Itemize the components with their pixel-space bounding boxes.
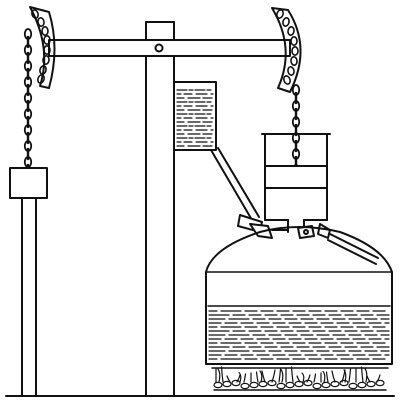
injection-pipe — [210, 147, 260, 221]
coal — [240, 382, 250, 390]
flame — [261, 370, 266, 383]
coal — [231, 379, 241, 387]
chain-link — [43, 34, 51, 45]
chain-link — [42, 55, 50, 65]
chain-link — [43, 44, 51, 55]
flame — [348, 368, 352, 383]
flame — [306, 374, 311, 383]
flame — [313, 373, 317, 383]
flame — [360, 366, 364, 383]
flame — [331, 370, 336, 383]
chain-link — [283, 75, 291, 85]
water-cistern — [173, 81, 217, 151]
coal — [339, 379, 349, 387]
flame — [243, 373, 247, 383]
flame — [217, 368, 221, 383]
coal — [330, 380, 340, 388]
boiler — [205, 226, 393, 365]
coal — [366, 380, 376, 388]
boiler-water — [207, 305, 391, 360]
cistern-water — [176, 89, 214, 147]
furnace-fire — [211, 366, 389, 391]
piston — [264, 165, 328, 189]
chain-link — [290, 35, 298, 46]
chain-link — [290, 56, 298, 66]
chain-link — [291, 45, 299, 56]
coal — [348, 382, 358, 390]
coal — [258, 380, 268, 388]
pump-rod — [21, 197, 37, 397]
coal — [222, 380, 232, 388]
fulcrum-pin — [154, 43, 164, 53]
flame — [236, 374, 241, 383]
chain-link — [282, 17, 290, 27]
injection-valve — [237, 214, 289, 239]
beam — [48, 39, 291, 57]
counterweight — [9, 167, 48, 199]
coal — [357, 381, 367, 389]
chain-link — [287, 26, 295, 36]
support-post — [145, 21, 175, 397]
coal — [249, 381, 259, 389]
coal — [276, 382, 286, 390]
chain-link — [37, 17, 45, 27]
coal — [312, 382, 322, 390]
right-arch-head — [271, 7, 302, 93]
chain-link — [41, 25, 49, 36]
flame — [278, 368, 282, 383]
coal — [213, 381, 223, 389]
left-chain — [23, 28, 33, 177]
fire-flames — [213, 366, 387, 391]
flame — [280, 368, 284, 383]
flame — [364, 367, 368, 383]
chain-link — [39, 65, 47, 75]
left-arch-head — [29, 6, 56, 89]
right-chain — [291, 84, 301, 176]
coal — [375, 379, 385, 387]
flame — [255, 371, 259, 383]
flame — [238, 371, 242, 383]
coal — [267, 379, 277, 387]
flame — [259, 370, 263, 383]
flame — [220, 366, 224, 383]
coal — [294, 380, 304, 388]
right-arch-chain — [276, 9, 299, 85]
chain-link — [276, 9, 284, 19]
coal — [303, 379, 313, 387]
coal — [321, 381, 331, 389]
flame — [290, 366, 294, 383]
flame — [322, 370, 326, 383]
chain-link — [287, 66, 295, 76]
coal — [285, 381, 295, 389]
left-arch-chain — [31, 9, 51, 84]
flame — [301, 372, 305, 383]
chain-link — [31, 9, 39, 19]
chain-link — [37, 74, 45, 84]
flame — [325, 371, 329, 383]
